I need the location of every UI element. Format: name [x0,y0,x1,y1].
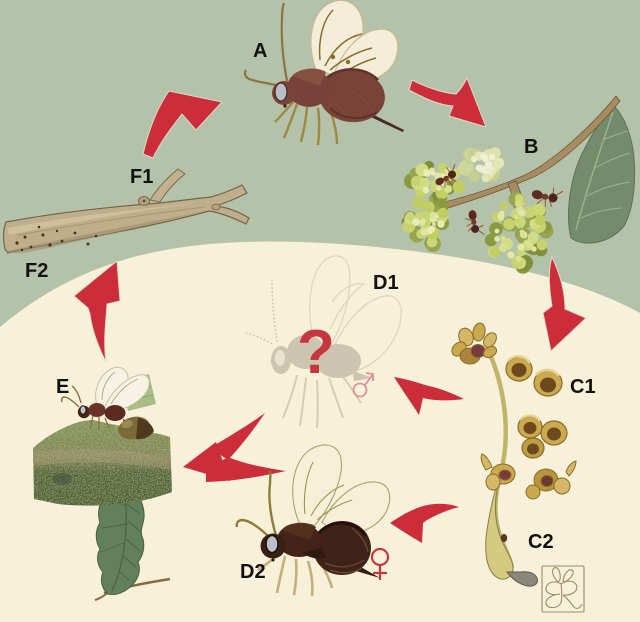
svg-text:C2: C2 [528,531,554,553]
svg-text:D1: D1 [373,272,399,294]
svg-text:?: ? [297,318,335,387]
svg-text:D2: D2 [240,561,266,583]
svg-text:F1: F1 [130,166,153,188]
svg-text:B: B [524,136,538,158]
svg-text:A: A [253,40,267,62]
svg-text:E: E [56,376,69,398]
svg-text:C1: C1 [570,376,596,398]
svg-text:F2: F2 [25,260,48,282]
